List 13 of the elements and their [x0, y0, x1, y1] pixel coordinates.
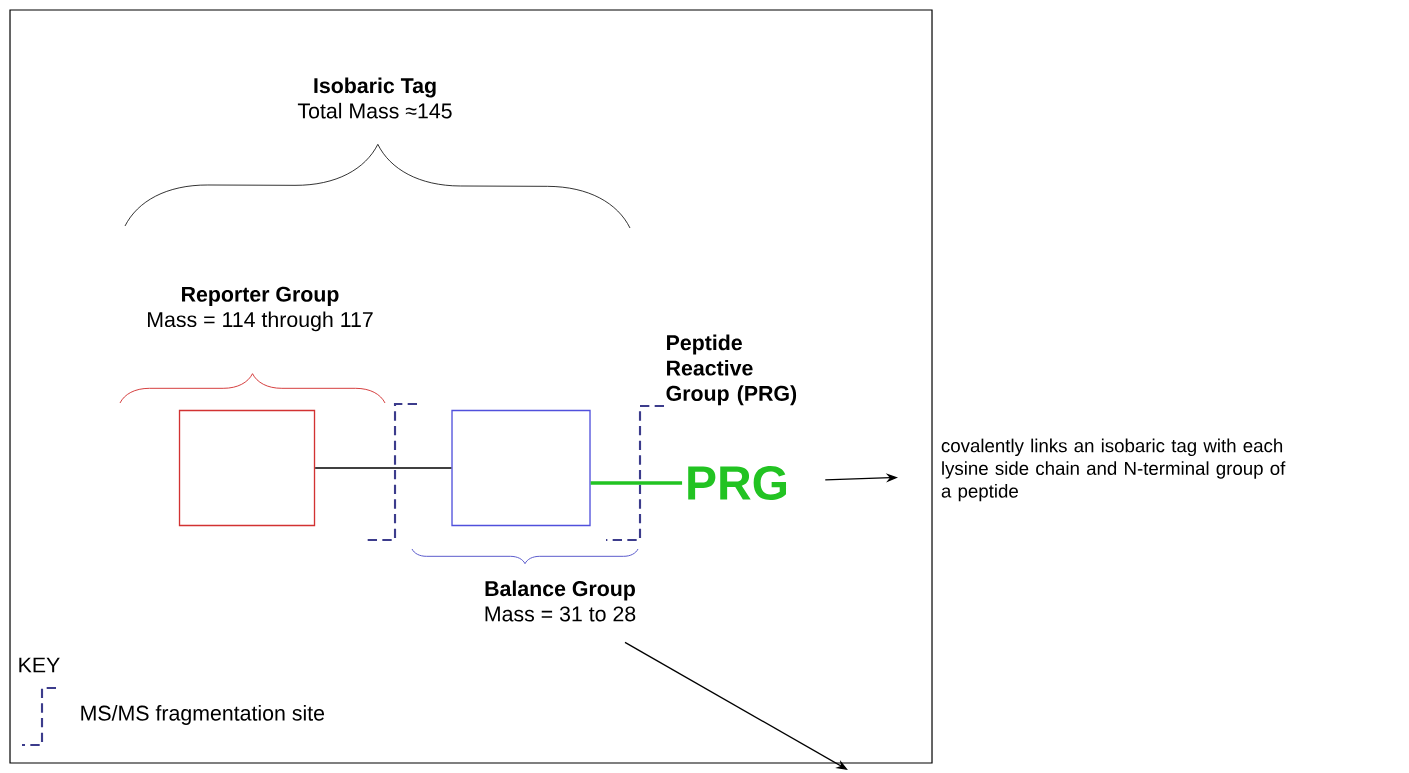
- group-label: Isobaric Tag Total Mass ≈145: [297, 77, 452, 119]
- legend-label: MS/MS fragmentation site: [81, 705, 325, 725]
- group-label: Reporter Group Mass = 114 through 117: [148, 286, 373, 332]
- key-heading: KEY: [19, 657, 60, 673]
- connector: [624, 641, 848, 770]
- group-box: [451, 409, 591, 527]
- group-name: PRG: [688, 466, 787, 500]
- connector: [590, 481, 683, 485]
- description-text: covalently links an isobaric tag with each lysine side chain and N-terminal group of a peptide: [941, 438, 1286, 502]
- group-label: Balance Group Mass = 31 to 28: [485, 580, 636, 622]
- group-box: [178, 409, 316, 527]
- group-label: Peptide Reactive Group (PRG): [666, 334, 797, 406]
- connector: [314, 467, 452, 469]
